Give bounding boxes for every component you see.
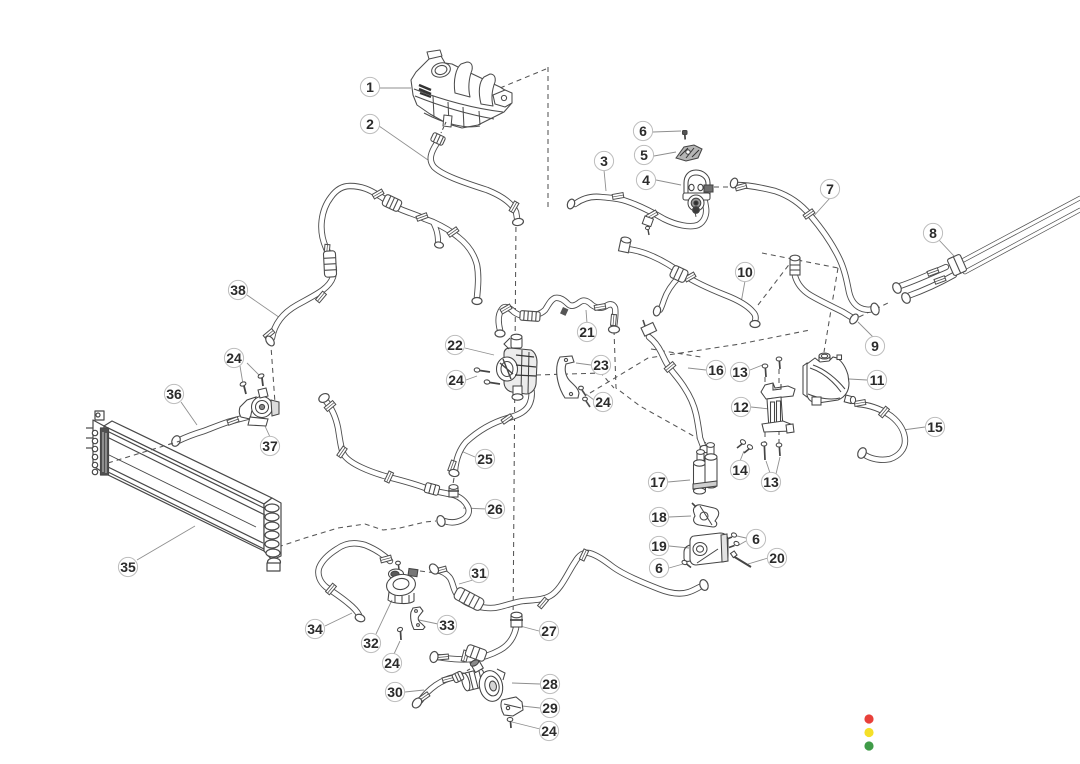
svg-text:2: 2 <box>366 116 374 132</box>
svg-text:13: 13 <box>763 474 779 490</box>
svg-text:15: 15 <box>927 419 943 435</box>
svg-text:20: 20 <box>769 550 785 566</box>
svg-text:30: 30 <box>387 684 403 700</box>
svg-text:31: 31 <box>471 565 487 581</box>
svg-text:19: 19 <box>651 538 667 554</box>
svg-text:32: 32 <box>363 635 379 651</box>
svg-text:24: 24 <box>595 394 611 410</box>
svg-text:3: 3 <box>600 153 608 169</box>
svg-text:33: 33 <box>439 617 455 633</box>
svg-text:1: 1 <box>366 79 374 95</box>
svg-text:8: 8 <box>929 225 937 241</box>
svg-text:21: 21 <box>579 324 595 340</box>
svg-text:27: 27 <box>541 623 557 639</box>
svg-text:28: 28 <box>542 676 558 692</box>
svg-text:6: 6 <box>655 560 663 576</box>
svg-text:29: 29 <box>542 700 558 716</box>
svg-text:23: 23 <box>593 357 609 373</box>
svg-text:13: 13 <box>732 364 748 380</box>
svg-text:14: 14 <box>732 462 748 478</box>
svg-text:24: 24 <box>541 723 557 739</box>
svg-text:10: 10 <box>737 264 753 280</box>
svg-text:7: 7 <box>826 181 834 197</box>
svg-text:25: 25 <box>477 451 493 467</box>
svg-text:11: 11 <box>870 372 885 388</box>
svg-text:35: 35 <box>120 559 136 575</box>
svg-text:37: 37 <box>262 438 278 454</box>
svg-text:24: 24 <box>384 655 400 671</box>
svg-text:36: 36 <box>166 386 182 402</box>
svg-text:18: 18 <box>651 509 667 525</box>
svg-text:38: 38 <box>230 282 246 298</box>
svg-text:12: 12 <box>733 399 749 415</box>
svg-text:4: 4 <box>642 172 650 188</box>
svg-text:5: 5 <box>640 147 648 163</box>
svg-text:17: 17 <box>650 474 666 490</box>
svg-text:9: 9 <box>871 338 879 354</box>
svg-text:34: 34 <box>307 621 323 637</box>
svg-text:22: 22 <box>447 337 463 353</box>
svg-text:26: 26 <box>487 501 503 517</box>
svg-text:6: 6 <box>639 123 647 139</box>
svg-text:16: 16 <box>708 362 724 378</box>
svg-text:6: 6 <box>752 531 760 547</box>
svg-text:24: 24 <box>448 372 464 388</box>
svg-text:24: 24 <box>226 350 242 366</box>
